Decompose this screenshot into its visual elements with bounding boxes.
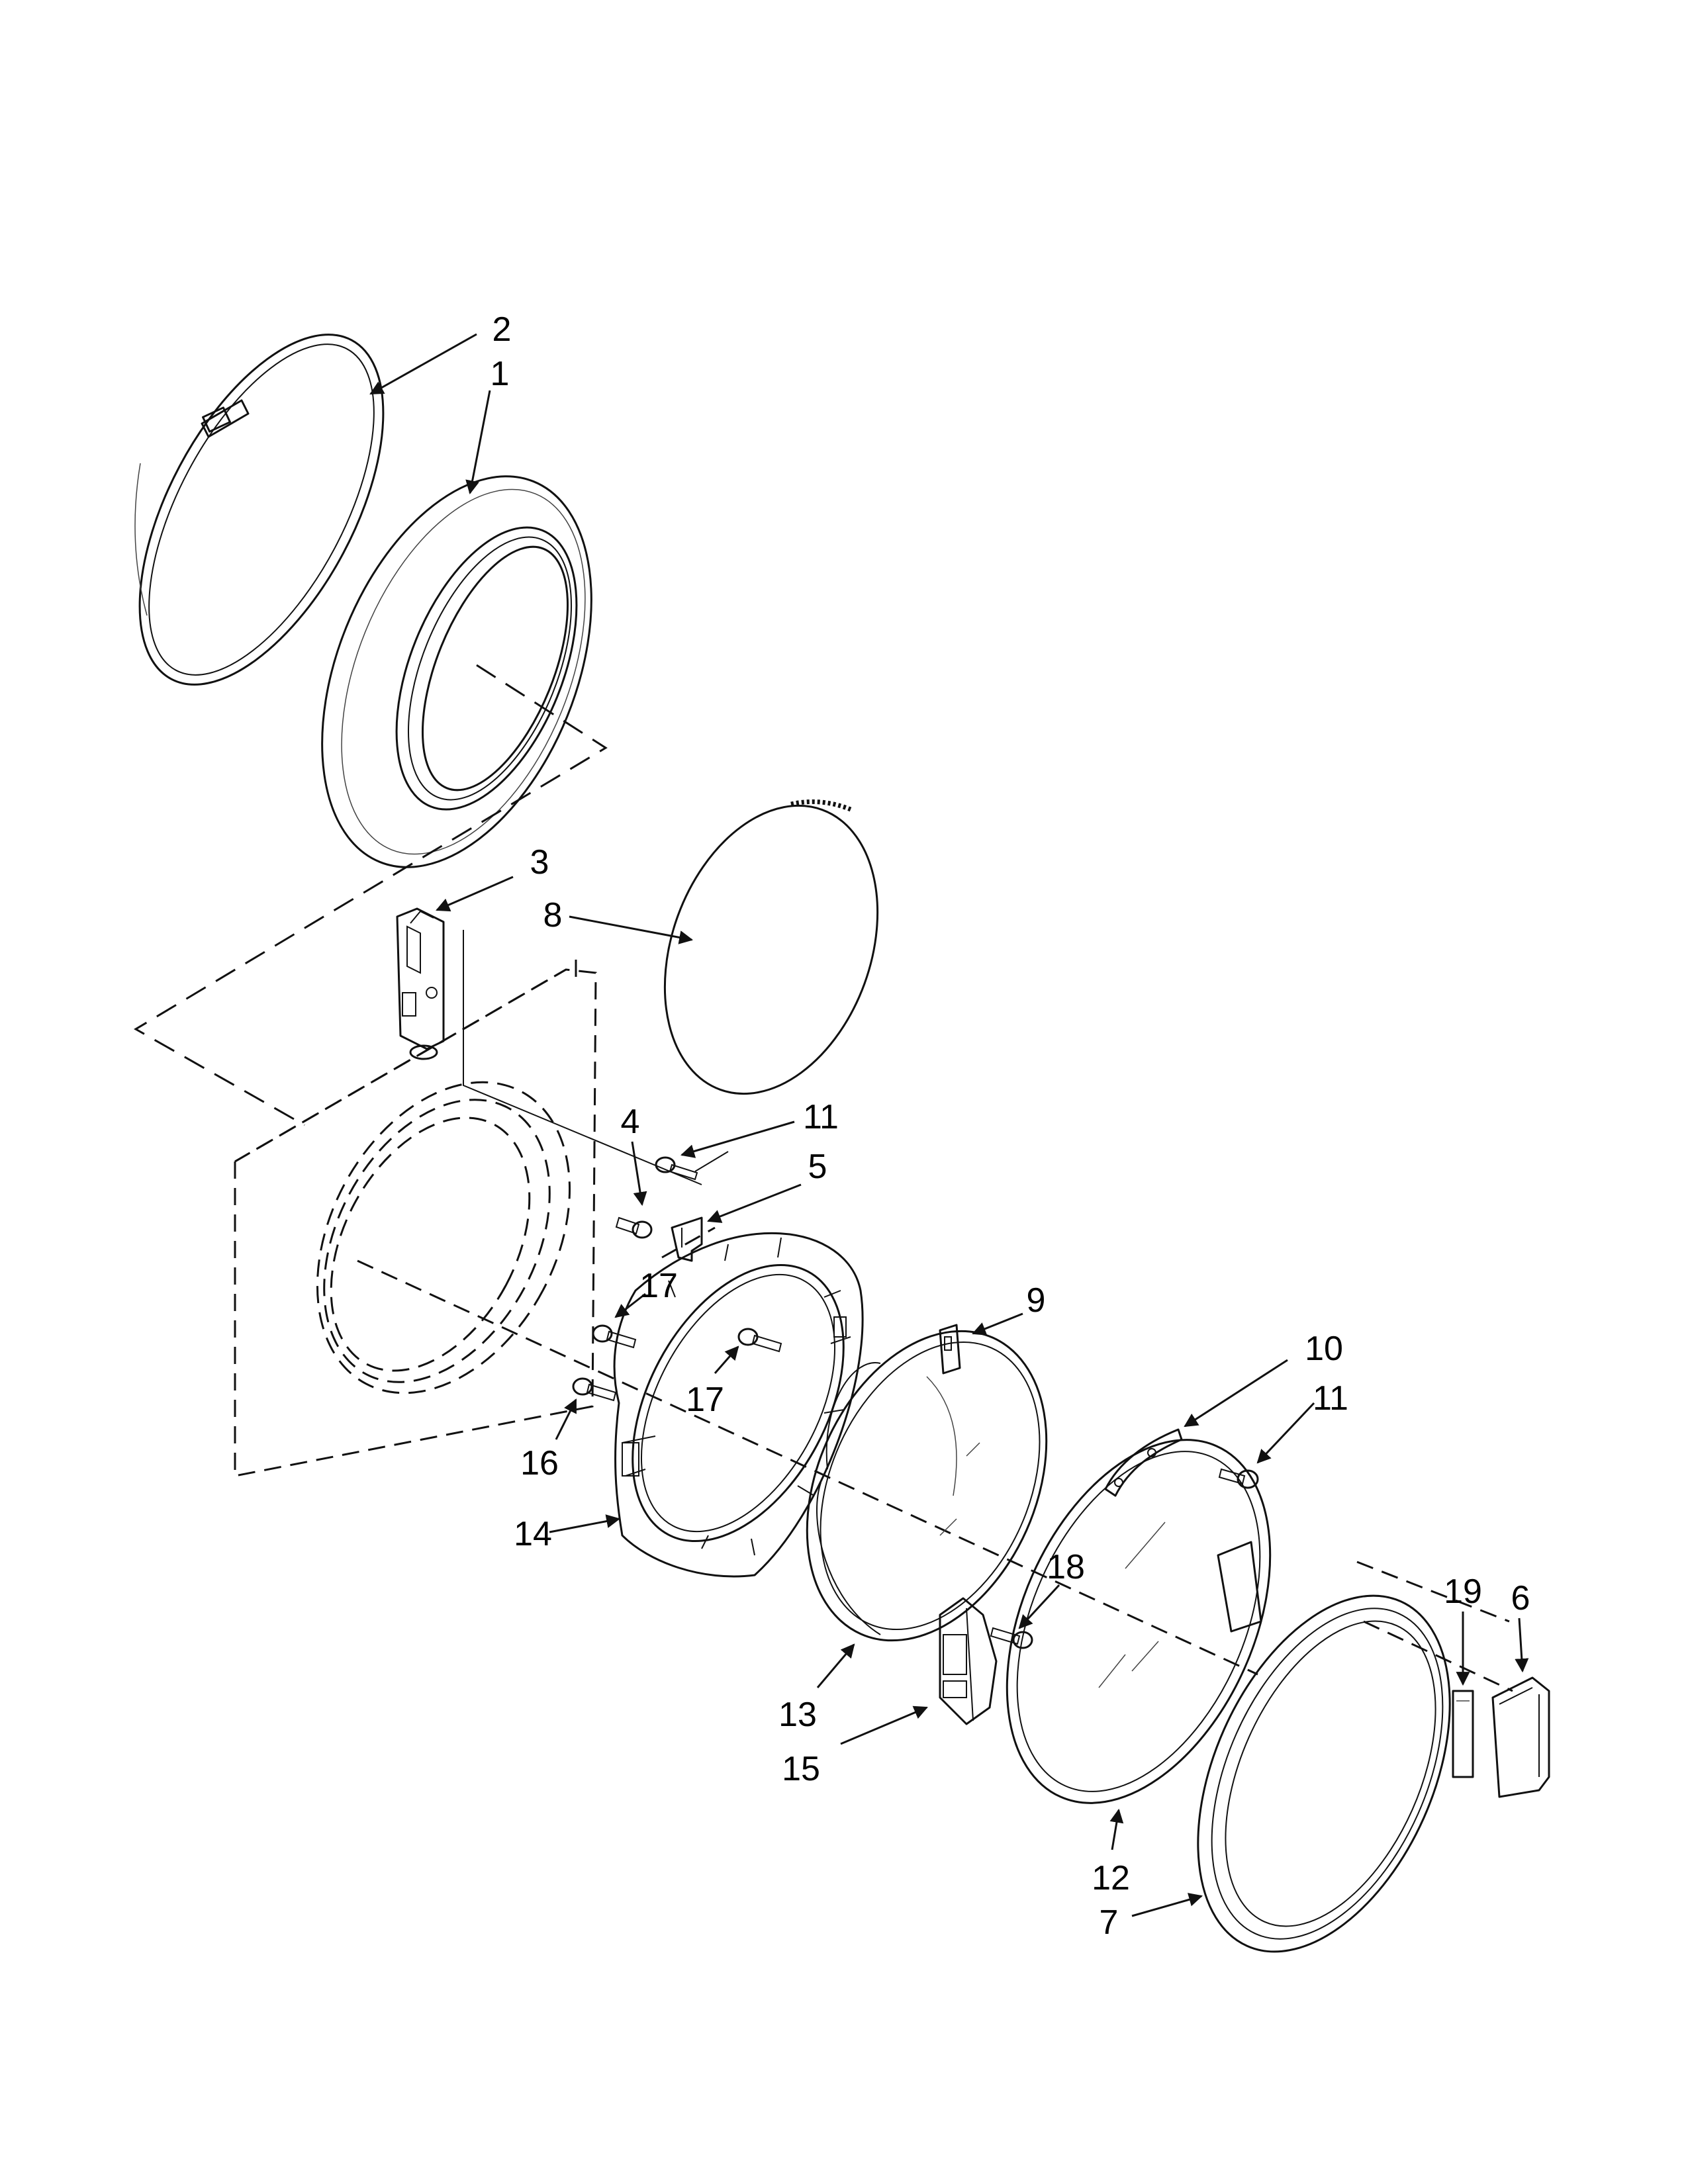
door-hinge-part [939,1597,998,1725]
callout-18: 18 [1047,1548,1085,1586]
callout-15: 15 [782,1750,820,1788]
screw-18-part [990,1627,1033,1649]
clip-5-part [671,1216,703,1262]
clamp-ring-part [134,334,385,686]
callout-6: 6 [1511,1579,1530,1617]
label-part [1452,1690,1474,1778]
callout-labels: 2 1 3 8 4 11 5 17 17 9 10 11 16 14 18 19… [491,310,1530,1942]
callout-11-lower: 11 [1313,1379,1348,1418]
screw-16-part [572,1377,617,1402]
leader-lines [369,333,1529,1917]
callout-17-right: 17 [686,1381,724,1419]
callout-3: 3 [530,843,549,882]
callout-9: 9 [1027,1281,1046,1320]
front-panel-outline [234,960,597,1477]
outer-glass-part [1006,1439,1272,1804]
screw-17-left-part [592,1324,637,1349]
callout-17-left: 17 [639,1267,678,1305]
inner-door-frame-part [613,1232,864,1578]
screw-17-right-part [737,1328,782,1353]
callout-12: 12 [1092,1859,1130,1897]
handle-bracket-part [1104,1428,1183,1497]
callout-11-upper: 11 [803,1098,839,1136]
callout-14: 14 [514,1515,552,1553]
gasket-ring-part [663,799,879,1095]
callout-7: 7 [1100,1903,1119,1942]
callout-13: 13 [778,1696,817,1734]
screw-4-part [615,1216,653,1239]
callout-2: 2 [492,310,512,349]
door-lock-part [396,907,445,1060]
assembly-guide-lines [134,664,1510,1676]
callout-4: 4 [621,1103,640,1141]
callout-10: 10 [1305,1330,1343,1368]
callout-5: 5 [808,1148,827,1186]
callout-8: 8 [543,896,563,934]
door-glass-bowl-part [806,1330,1048,1642]
screw-11-upper-part [655,1156,698,1181]
callout-16: 16 [520,1444,559,1482]
door-handle-part [1491,1676,1550,1798]
callout-1: 1 [491,355,510,393]
outer-door-part [1197,1594,1513,1953]
callout-19: 19 [1444,1572,1482,1611]
door-boot-part [321,475,592,868]
